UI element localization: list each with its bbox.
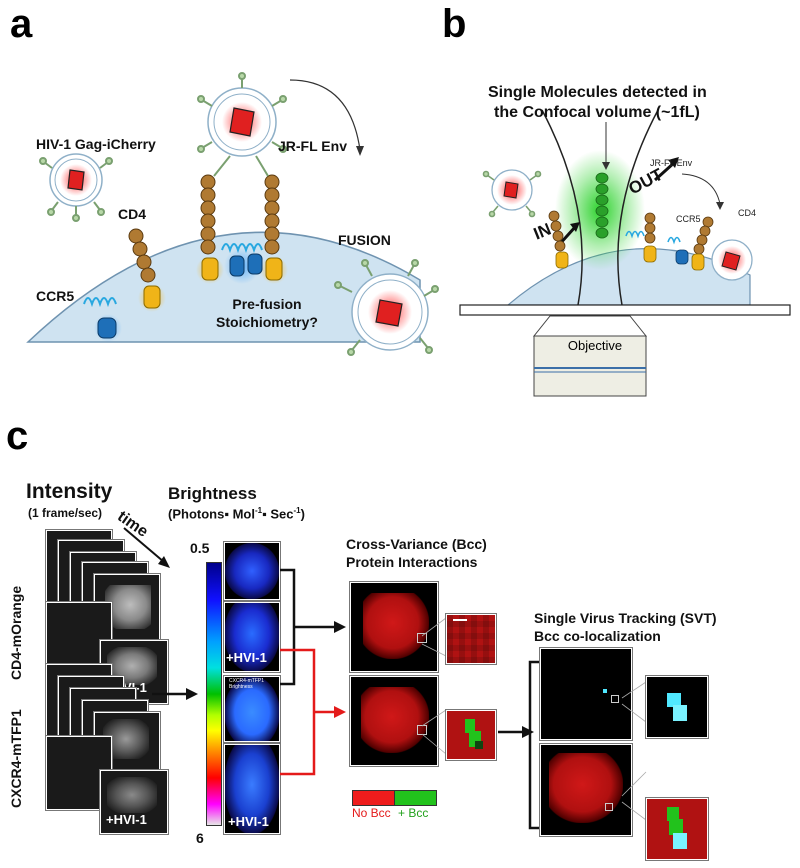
svt-inset-cyan <box>646 676 708 738</box>
bcc-inset-hvi <box>446 710 496 760</box>
tiny-caption-2: Brightness <box>229 683 253 690</box>
cross-variance-line-2: Protein Interactions <box>346 554 478 570</box>
panel-a-illustration <box>26 72 439 356</box>
bcc-connectors <box>280 568 346 776</box>
objective-lens-icon <box>532 315 648 337</box>
panel-b-illustration <box>459 109 791 397</box>
confocal-title-line-2: the Confocal volume (~1fL) <box>494 104 700 121</box>
panel-letter-c: c <box>6 414 29 458</box>
colorbar-icon <box>206 562 222 826</box>
no-bcc-swatch <box>352 790 395 806</box>
intensity-frame <box>100 770 168 834</box>
brightness-units: (Photons▪ Mol-1▪ Sec-1) <box>168 506 305 522</box>
hvi-tag: +HVI-1 <box>106 812 147 827</box>
coverslip <box>459 304 791 316</box>
bcc-inset-control <box>446 614 496 664</box>
time-arrow <box>123 527 170 568</box>
brightness-image <box>224 602 280 672</box>
svt-line-1: Single Virus Tracking (SVT) <box>534 610 717 626</box>
brightness-image <box>224 744 280 834</box>
arrow-to-brightness <box>152 688 198 700</box>
objective-label: Objective <box>567 338 623 353</box>
fusing-virion-core-icon <box>375 299 403 327</box>
question-line-2: Stoichiometry? <box>216 314 318 330</box>
svt-image-cyan <box>540 648 632 740</box>
hvi-tag: +HVI-1 <box>228 814 269 829</box>
ccr5-label: CCR5 <box>36 288 75 304</box>
brightness-image <box>224 542 280 600</box>
virion-icon <box>39 153 113 222</box>
tiny-caption-1: CXCR4-mTFP1 <box>229 678 265 684</box>
fusion-label: FUSION <box>338 232 391 248</box>
panel-letter-b: b <box>442 2 467 46</box>
confocal-title-line-1: Single Molecules detected in <box>488 84 707 101</box>
frame-rate-label: (1 frame/sec) <box>28 506 103 520</box>
no-bcc-label: No Bcc <box>352 806 391 820</box>
panel-letter-a: a <box>10 2 33 46</box>
cd4-label: CD4 <box>118 206 147 222</box>
bcc-map-hvi <box>350 676 438 766</box>
row2-label: CXCR4-mTFP1 <box>8 709 24 808</box>
colorbar-max: 0.5 <box>190 540 210 556</box>
env-virion-icon <box>197 72 287 157</box>
units-exp-sec: -1 <box>293 506 301 515</box>
arrow-to-svt <box>498 726 534 738</box>
cd4-receptor-icon <box>128 228 166 312</box>
row1-label: CD4-mOrange <box>8 585 24 680</box>
zoom-lines <box>421 617 447 755</box>
svt-inset-merge <box>646 798 708 860</box>
units-prefix: (Photons <box>168 506 225 522</box>
svt-bracket <box>528 660 540 830</box>
env-label: JR-FL Env <box>278 138 347 154</box>
plus-bcc-label: + Bcc <box>398 806 429 820</box>
ccr5-label-b: CCR5 <box>676 214 701 224</box>
env-label-b: JR-FL Env <box>650 158 693 168</box>
svt-zoom-lines <box>621 681 647 821</box>
brightness-label: Brightness <box>168 484 257 503</box>
units-mol: Mol <box>232 506 255 522</box>
intensity-label: Intensity <box>26 480 113 503</box>
confocal-beam-icon <box>541 109 583 306</box>
hvi-tag: +HVI-1 <box>226 650 267 665</box>
question-line-1: Pre-fusion <box>232 296 302 312</box>
ccr5-receptor-icon <box>83 297 122 342</box>
brightness-image: CXCR4-mTFP1 Brightness <box>224 676 280 742</box>
virion-icon-b <box>482 169 542 218</box>
units-exp-mol: -1 <box>254 506 263 515</box>
svt-line-2: Bcc co-localization <box>534 628 661 644</box>
units-sec: Sec <box>270 506 294 522</box>
gag-label: HIV-1 Gag-iCherry <box>36 136 156 152</box>
cd4-ccr5-complex-icon <box>196 155 288 284</box>
plus-bcc-swatch <box>394 790 437 806</box>
svt-image-merge <box>540 744 632 836</box>
colorbar-min: 6 <box>196 830 204 846</box>
cell-membrane <box>26 231 421 343</box>
bcc-map-control <box>350 582 438 672</box>
cross-variance-line-1: Cross-Variance (Bcc) <box>346 536 487 552</box>
cd4-label-b: CD4 <box>738 208 757 218</box>
